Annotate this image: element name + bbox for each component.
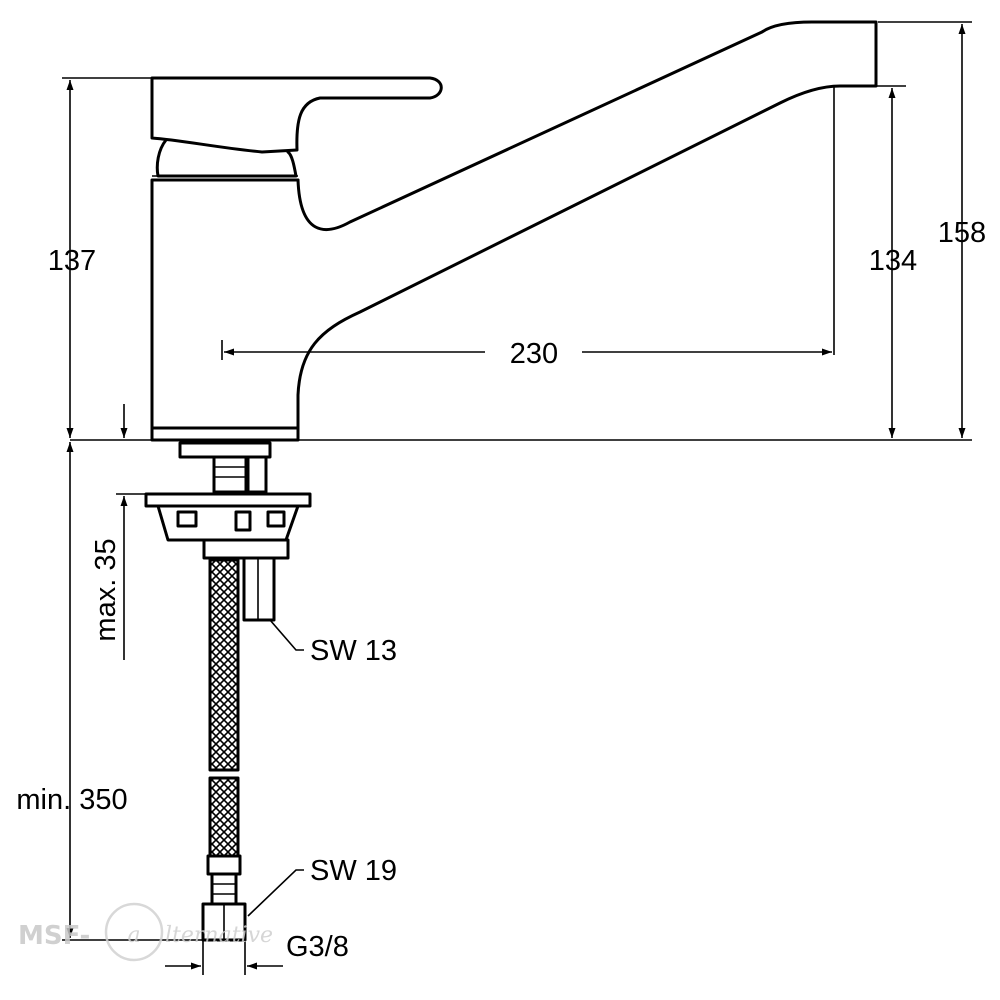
lever-handle bbox=[150, 76, 443, 154]
watermark-left: MSF- bbox=[18, 921, 90, 951]
callout-sw13: SW 13 bbox=[310, 635, 397, 667]
dim-height-left: 137 bbox=[48, 245, 96, 277]
callout-thread: G3/8 bbox=[286, 931, 349, 963]
extension-lines bbox=[62, 21, 972, 975]
svg-text:a: a bbox=[127, 923, 140, 948]
mounting-hardware bbox=[144, 441, 312, 622]
callout-sw19: SW 19 bbox=[310, 855, 397, 887]
stud-sw13 bbox=[242, 556, 276, 622]
base-ring bbox=[150, 426, 300, 442]
dim-spout-reach: 230 bbox=[510, 338, 558, 370]
dim-max-thickness: max. 35 bbox=[90, 538, 122, 641]
faucet-outline bbox=[150, 20, 878, 442]
cartridge-cap bbox=[155, 138, 298, 178]
dim-spout-height: 134 bbox=[869, 245, 917, 277]
dimension-lines bbox=[66, 24, 966, 970]
watermark-circle-icon bbox=[104, 902, 164, 962]
dim-total-height: 158 bbox=[938, 217, 986, 249]
dimension-labels: 137 134 158 230 max. 35 min. 350 SW 13 S… bbox=[16, 217, 986, 963]
watermark: MSF- a lternative bbox=[18, 902, 273, 962]
dim-hose-length: min. 350 bbox=[16, 784, 127, 816]
watermark-right: lternative bbox=[165, 923, 273, 948]
body-cylinder bbox=[150, 178, 300, 430]
spout bbox=[296, 20, 878, 430]
braided-hose bbox=[201, 558, 247, 942]
